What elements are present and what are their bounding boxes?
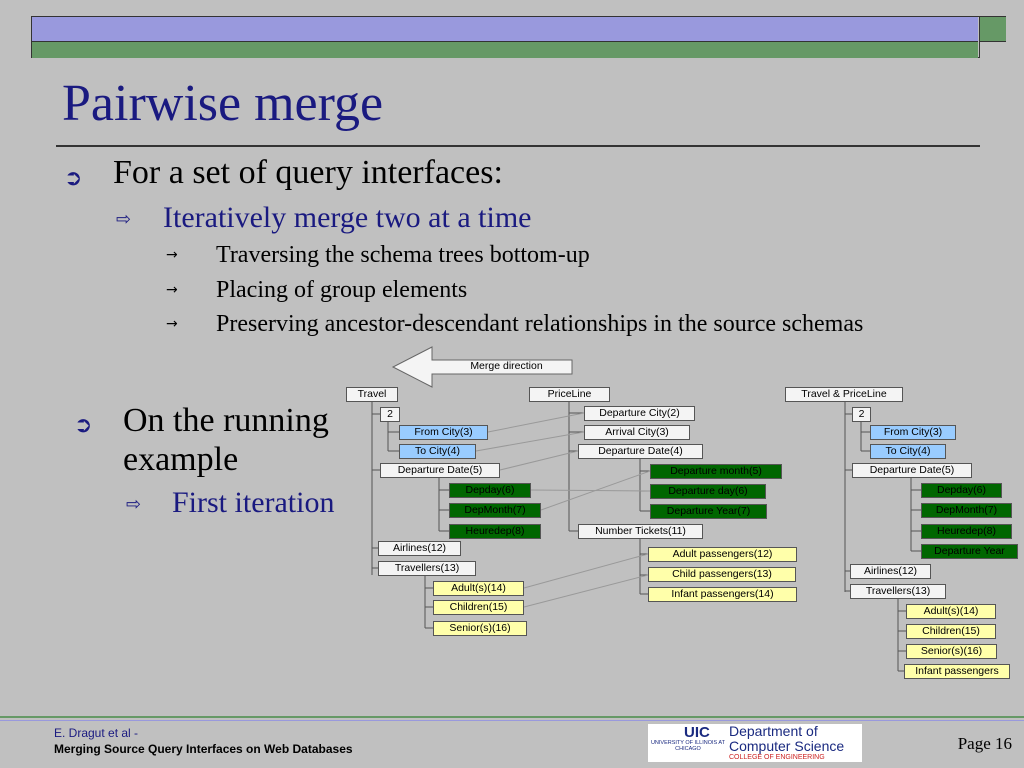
merged-infant-passengers: Infant passengers <box>904 664 1010 679</box>
travel-heuredep: Heuredep(8) <box>449 524 541 539</box>
merged-root: Travel & PriceLine <box>785 387 903 402</box>
top-decoration-bar <box>31 16 1006 58</box>
bullet-marker-l3: → <box>166 316 178 332</box>
merge-direction-label: Merge direction <box>470 360 543 372</box>
priceline-number-tickets: Number Tickets(11) <box>578 524 703 539</box>
bullet-marker-l1: ➲ <box>74 413 93 438</box>
priceline-arrival-city: Arrival City(3) <box>584 425 690 440</box>
travel-group-2: 2 <box>380 407 400 422</box>
priceline-departure-date: Departure Date(4) <box>578 444 703 459</box>
bullet-marker-l2: ⇨ <box>116 209 132 230</box>
travel-airlines: Airlines(12) <box>378 541 461 556</box>
page-number: Page 16 <box>957 734 1012 753</box>
travel-depmonth: DepMonth(7) <box>449 503 541 518</box>
merged-to-city: To City(4) <box>870 444 946 459</box>
bullet-query-interfaces: For a set of query interfaces: <box>113 154 503 191</box>
slide-title: Pairwise merge <box>62 75 384 132</box>
logo-dept-line2: Computer Science <box>729 738 845 754</box>
travel-travellers: Travellers(13) <box>378 561 476 576</box>
merged-airlines: Airlines(12) <box>850 564 931 579</box>
logo-university: UNIVERSITY OF ILLINOIS AT CHICAGO <box>650 740 726 752</box>
bullet-marker-l3: → <box>166 247 178 263</box>
bullet-iteratively-merge: Iteratively merge two at a time <box>163 201 532 234</box>
merged-departure-date: Departure Date(5) <box>852 463 972 478</box>
footer-author: E. Dragut et al - <box>54 726 139 740</box>
merged-children: Children(15) <box>906 624 996 639</box>
travel-depday: Depday(6) <box>449 483 531 498</box>
bullet-running-example-line2: example <box>123 441 239 478</box>
bullet-marker-l2: ⇨ <box>126 494 142 515</box>
priceline-root: PriceLine <box>529 387 610 402</box>
bullet-running-example-line1: On the running <box>123 402 329 439</box>
priceline-departure-day: Departure day(6) <box>650 484 766 499</box>
top-bar-blue-band <box>32 17 978 42</box>
travel-root: Travel <box>346 387 398 402</box>
priceline-adult-passengers: Adult passengers(12) <box>648 547 797 562</box>
merged-from-city: From City(3) <box>870 425 956 440</box>
travel-departure-date: Departure Date(5) <box>380 463 500 478</box>
travel-adults: Adult(s)(14) <box>433 581 524 596</box>
travel-to-city: To City(4) <box>399 444 476 459</box>
travel-from-city: From City(3) <box>399 425 488 440</box>
travel-seniors: Senior(s)(16) <box>433 621 527 636</box>
merged-departure-year: Departure Year <box>921 544 1018 559</box>
bullet-placing: Placing of group elements <box>216 277 468 303</box>
title-rule <box>56 145 980 147</box>
logo-uic: UIC <box>684 724 710 741</box>
footer-rule-thin <box>0 720 1024 721</box>
bullet-marker-l3: → <box>166 282 178 298</box>
priceline-infant-passengers: Infant passengers(14) <box>648 587 797 602</box>
travel-children: Children(15) <box>433 600 524 615</box>
merged-depday: Depday(6) <box>921 483 1002 498</box>
merged-travellers: Travellers(13) <box>850 584 946 599</box>
bullet-first-iteration: First iteration <box>172 486 335 519</box>
footer-rule <box>0 716 1024 718</box>
bullet-preserving: Preserving ancestor-descendant relations… <box>216 311 864 337</box>
top-bar-green-square <box>979 17 1006 42</box>
merged-adults: Adult(s)(14) <box>906 604 996 619</box>
priceline-departure-city: Departure City(2) <box>584 406 695 421</box>
logo-dept-line1: Department of <box>729 723 818 739</box>
footer-paper-title: Merging Source Query Interfaces on Web D… <box>54 742 353 756</box>
bullet-marker-l1: ➲ <box>64 166 83 191</box>
bullet-traversing: Traversing the schema trees bottom-up <box>216 242 590 268</box>
priceline-child-passengers: Child passengers(13) <box>648 567 796 582</box>
priceline-departure-year: Departure Year(7) <box>650 504 767 519</box>
priceline-departure-month: Departure month(5) <box>650 464 782 479</box>
merged-group-2: 2 <box>852 407 871 422</box>
top-bar-green-band <box>32 42 978 58</box>
merged-heuredep: Heuredep(8) <box>921 524 1012 539</box>
merged-seniors: Senior(s)(16) <box>906 644 997 659</box>
top-bar-gray-square <box>979 42 1006 58</box>
logo-college: COLLEGE OF ENGINEERING <box>729 754 825 761</box>
uic-cs-logo: UIC UNIVERSITY OF ILLINOIS AT CHICAGO De… <box>648 724 862 762</box>
logo-department: Department of Computer Science <box>729 724 844 754</box>
merged-depmonth: DepMonth(7) <box>921 503 1012 518</box>
